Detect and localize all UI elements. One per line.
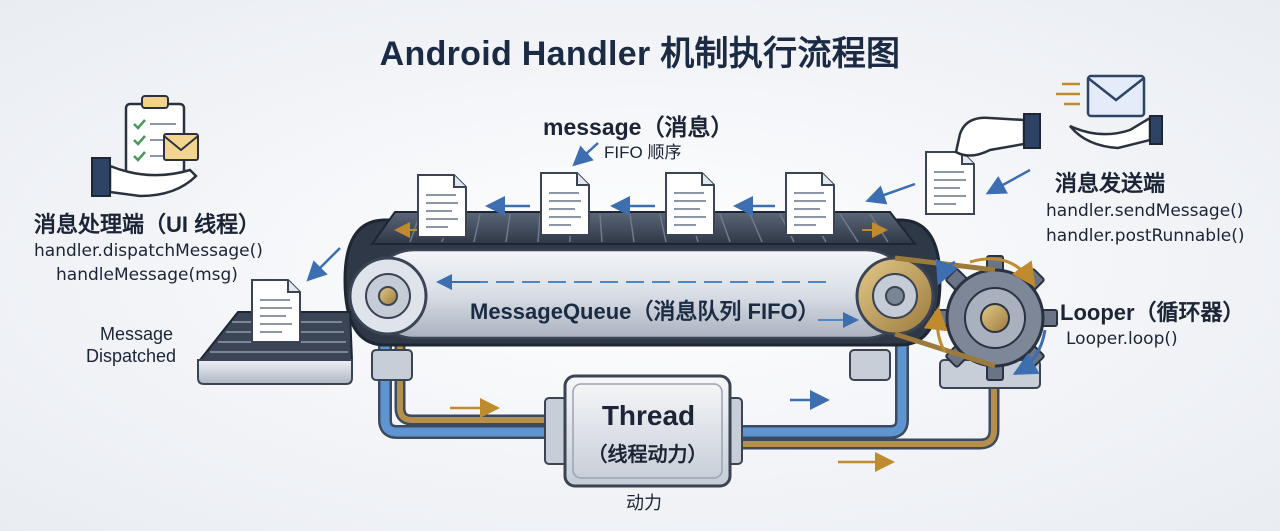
- handle-message-method: handleMessage(msg): [56, 265, 238, 285]
- document-icon: [418, 175, 466, 237]
- hand-icon: [956, 114, 1040, 156]
- envelope-icon: [1056, 76, 1144, 116]
- send-message-method: handler.sendMessage(): [1046, 201, 1243, 221]
- looper-loop-method: Looper.loop(): [1066, 329, 1178, 349]
- dispatched-label-line1: Message: [100, 324, 173, 345]
- document-icon: [786, 173, 834, 235]
- fifo-order-label: FIFO 顺序: [604, 138, 681, 163]
- document-icon: [926, 152, 974, 214]
- message-label: message（消息）: [543, 108, 733, 142]
- document-icon: [541, 173, 589, 235]
- page-title: Android Handler 机制执行流程图: [0, 26, 1280, 75]
- thread-title: Thread: [596, 400, 701, 432]
- message-queue-label: MessageQueue（消息队列 FIFO）: [470, 294, 820, 326]
- post-runnable-method: handler.postRunnable(): [1046, 226, 1245, 246]
- dispatched-label-line2: Dispatched: [86, 346, 176, 367]
- looper-title: Looper（循环器）: [1060, 295, 1245, 327]
- thread-subtitle: （线程动力）: [580, 438, 715, 467]
- dispatch-message-method: handler.dispatchMessage(): [34, 241, 263, 261]
- document-icon: [252, 280, 300, 342]
- envelope-icon: [164, 134, 198, 160]
- sender-title: 消息发送端: [1055, 166, 1165, 198]
- document-icon: [666, 173, 714, 235]
- hand-icon: [1070, 116, 1162, 148]
- power-label: 动力: [626, 489, 662, 515]
- receiver-title: 消息处理端（UI 线程）: [34, 207, 260, 239]
